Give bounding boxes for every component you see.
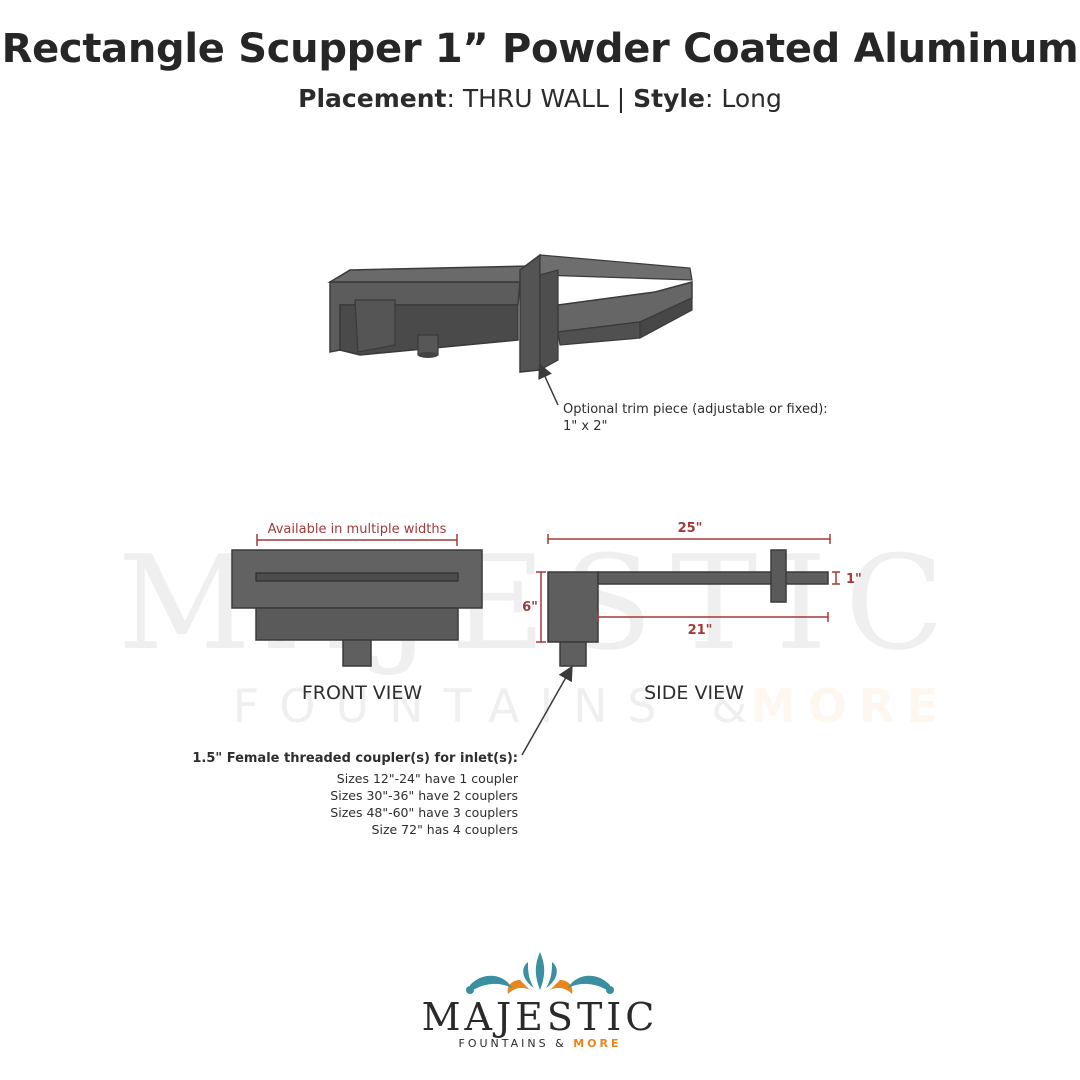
style-label: Style: [633, 84, 705, 113]
logo-sub-right: MORE: [573, 1037, 622, 1050]
trim-note-line1: Optional trim piece (adjustable or fixed…: [563, 402, 828, 417]
width-note: Available in multiple widths: [268, 522, 447, 537]
placement-label: Placement: [298, 84, 447, 113]
page-title: Rectangle Scupper 1” Powder Coated Alumi…: [1, 26, 1079, 72]
side-view-label: SIDE VIEW: [644, 682, 744, 704]
dim-thickness: 1": [846, 572, 862, 587]
page-subtitle: Placement: THRU WALL | Style: Long: [298, 84, 782, 113]
coupler-size-3: Sizes 48"-60" have 3 couplers: [330, 805, 518, 820]
coupler-size-4: Size 72" has 4 couplers: [372, 822, 518, 837]
coupler-size-1: Sizes 12"-24" have 1 coupler: [337, 771, 519, 786]
watermark-sub-left: FOUNTAINS &: [233, 679, 767, 733]
logo-word: MAJESTIC: [421, 995, 659, 1039]
trim-note-line2: 1" x 2": [563, 419, 607, 434]
front-view: Available in multiple widths FRONT VIEW: [231, 522, 483, 704]
logo-sub-left: FOUNTAINS &: [458, 1037, 567, 1050]
brand-logo: MAJESTIC FOUNTAINS & MORE: [400, 995, 680, 1050]
dim-total-length: 25": [678, 521, 703, 536]
coupler-title: 1.5" Female threaded coupler(s) for inle…: [192, 751, 518, 766]
placement-value: THRU WALL: [462, 84, 609, 113]
coupler-size-2: Sizes 30"-36" have 2 couplers: [330, 788, 518, 803]
subtitle-separator: |: [616, 84, 626, 113]
logo-emblem-icon: [466, 952, 614, 994]
isometric-view: [327, 253, 693, 373]
style-value: Long: [721, 84, 782, 113]
watermark-sub-right: MORE: [750, 679, 950, 733]
front-view-label: FRONT VIEW: [302, 682, 423, 704]
dim-height: 6": [522, 600, 538, 615]
side-view: 25" 6" 21" 1" SIDE VIEW: [522, 521, 862, 704]
logo-subtitle: FOUNTAINS & MORE: [400, 1037, 680, 1050]
dim-inner-length: 21": [688, 623, 713, 638]
